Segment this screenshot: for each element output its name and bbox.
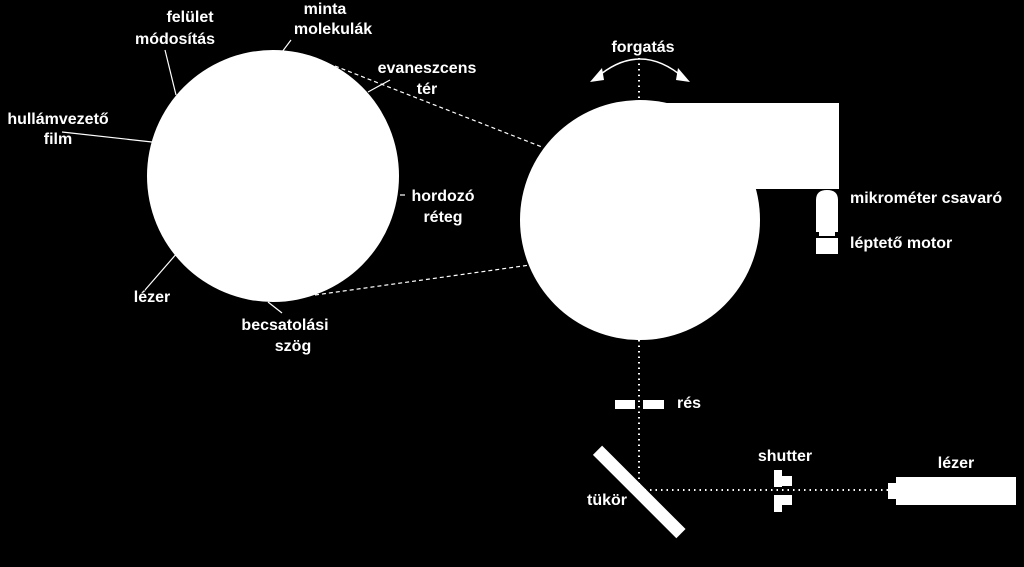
micrometer-body (816, 190, 838, 232)
shutter-bottom-tab (782, 495, 792, 505)
zoom-dashed-lines (314, 65, 543, 296)
label-becsatolasi-line1: becsatolási (241, 317, 328, 334)
label-evaneszcens-line2: tér (417, 81, 437, 98)
slit (615, 400, 664, 409)
label-felulet-line2: módosítás (135, 31, 215, 48)
laser-head (888, 483, 898, 499)
label-minta-line1: minta (304, 1, 347, 18)
label-hordozo-line1: hordozó (411, 188, 474, 205)
label-shutter: shutter (758, 448, 812, 465)
rotation-arrow-left-head (590, 68, 604, 82)
label-forgatas: forgatás (611, 39, 674, 56)
slit-left-blade (615, 400, 635, 409)
label-lezer-left: lézer (134, 289, 170, 306)
pointer-minta (281, 39, 292, 53)
mirror (592, 445, 686, 539)
laser-body (896, 477, 1016, 505)
shutter-top-blade (774, 470, 782, 487)
label-minta-line2: molekulák (294, 21, 372, 38)
optical-path-lines (638, 58, 890, 491)
shutter-top-tab (782, 476, 792, 486)
label-tukor: tükör (587, 492, 627, 509)
label-leptetomotor: léptető motor (850, 235, 952, 252)
shutter-device (774, 470, 792, 512)
pointer-becsatolasi (267, 301, 283, 314)
label-hullamvezeto-line1: hullámvezető (7, 111, 109, 128)
pointer-lezer-left (144, 251, 179, 291)
label-evaneszcens-line1: evaneszcens (378, 60, 477, 77)
label-res: rés (677, 395, 701, 412)
zoomed-sensor-circle (147, 50, 399, 302)
zoom-line-bottom (314, 264, 531, 296)
micrometer-screw (816, 190, 838, 254)
zoom-line-top (334, 65, 543, 148)
pointer-evaneszcens (367, 79, 391, 93)
label-hullamvezeto-line2: film (44, 131, 72, 148)
label-mikrometer: mikrométer csavaró (850, 190, 1002, 207)
label-becsatolasi-line2: szög (275, 338, 311, 355)
pointer-felulet (164, 49, 177, 96)
laser-source (888, 477, 1016, 505)
micrometer-collar (819, 232, 835, 236)
pointer-hullamvezeto (61, 131, 153, 143)
rotation-arrow-right-head (676, 68, 690, 82)
label-lezer-right: lézer (938, 455, 974, 472)
stage-arm (640, 103, 839, 189)
stepper-motor-block (816, 238, 838, 254)
left-pointer-lines (61, 39, 405, 314)
label-hordozo-line2: réteg (423, 209, 462, 226)
shutter-bottom-blade (774, 495, 782, 512)
label-felulet-line1: felület (166, 9, 214, 26)
slit-right-blade (643, 400, 664, 409)
